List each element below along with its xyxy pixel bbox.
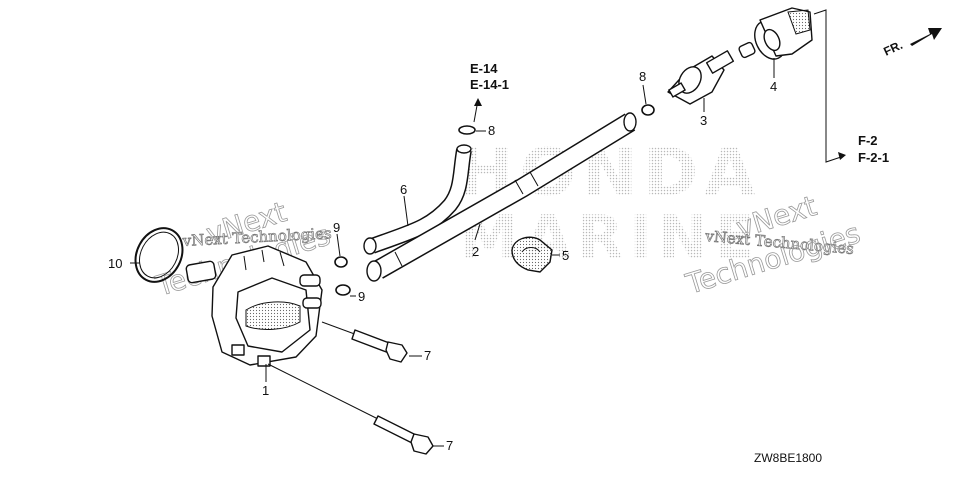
part-9-clip-upper[interactable] xyxy=(334,256,348,268)
front-direction-indicator: FR. xyxy=(881,28,942,59)
callout-labels: 1 2 3 4 5 6 7 7 8 8 9 9 10 xyxy=(108,69,777,453)
front-label: FR. xyxy=(881,38,904,59)
part-2-long-hose[interactable] xyxy=(366,112,637,282)
diagram-code: ZW8BE1800 xyxy=(754,451,822,465)
part-8-clip-upper-right[interactable] xyxy=(641,104,655,116)
ref-right-1[interactable]: F-2 xyxy=(858,133,878,148)
front-arrow-icon xyxy=(910,28,942,46)
part-6-curved-hose[interactable] xyxy=(363,144,472,255)
part-9-clip-lower[interactable] xyxy=(335,284,351,296)
ref-top-2[interactable]: E-14-1 xyxy=(470,77,509,92)
ref-right-2[interactable]: F-2-1 xyxy=(858,150,889,165)
callout-1[interactable]: 1 xyxy=(262,383,269,398)
callout-6[interactable]: 6 xyxy=(400,182,407,197)
callout-9-upper[interactable]: 9 xyxy=(333,220,340,235)
part-1-water-housing[interactable] xyxy=(185,245,323,367)
part-7-bolt-upper[interactable] xyxy=(321,321,408,363)
callout-7-upper[interactable]: 7 xyxy=(424,348,431,363)
leader-lines xyxy=(130,9,846,447)
callout-9-lower[interactable]: 9 xyxy=(358,289,365,304)
brand-watermark-line2: MARINE xyxy=(459,203,761,273)
callout-4[interactable]: 4 xyxy=(770,79,777,94)
part-8-clip-upper-left[interactable] xyxy=(458,125,476,135)
vendor-watermarks: vNext Technologies Technologies vNext vN… xyxy=(151,189,864,304)
part-7-bolt-lower[interactable] xyxy=(267,363,434,455)
callout-3[interactable]: 3 xyxy=(700,113,707,128)
cross-references: E-14 E-14-1 F-2 F-2-1 xyxy=(470,61,889,165)
part-5-hose-holder[interactable] xyxy=(511,236,553,273)
part-3-joint-fitting[interactable] xyxy=(667,50,735,105)
callout-8-right[interactable]: 8 xyxy=(639,69,646,84)
callout-10[interactable]: 10 xyxy=(108,256,122,271)
callout-5[interactable]: 5 xyxy=(562,248,569,263)
callout-8-left[interactable]: 8 xyxy=(488,123,495,138)
callout-7-lower[interactable]: 7 xyxy=(446,438,453,453)
ref-top-1[interactable]: E-14 xyxy=(470,61,498,76)
callout-2[interactable]: 2 xyxy=(472,244,479,259)
part-10-o-ring[interactable] xyxy=(126,220,191,290)
part-4-valve-connector[interactable] xyxy=(738,7,813,64)
